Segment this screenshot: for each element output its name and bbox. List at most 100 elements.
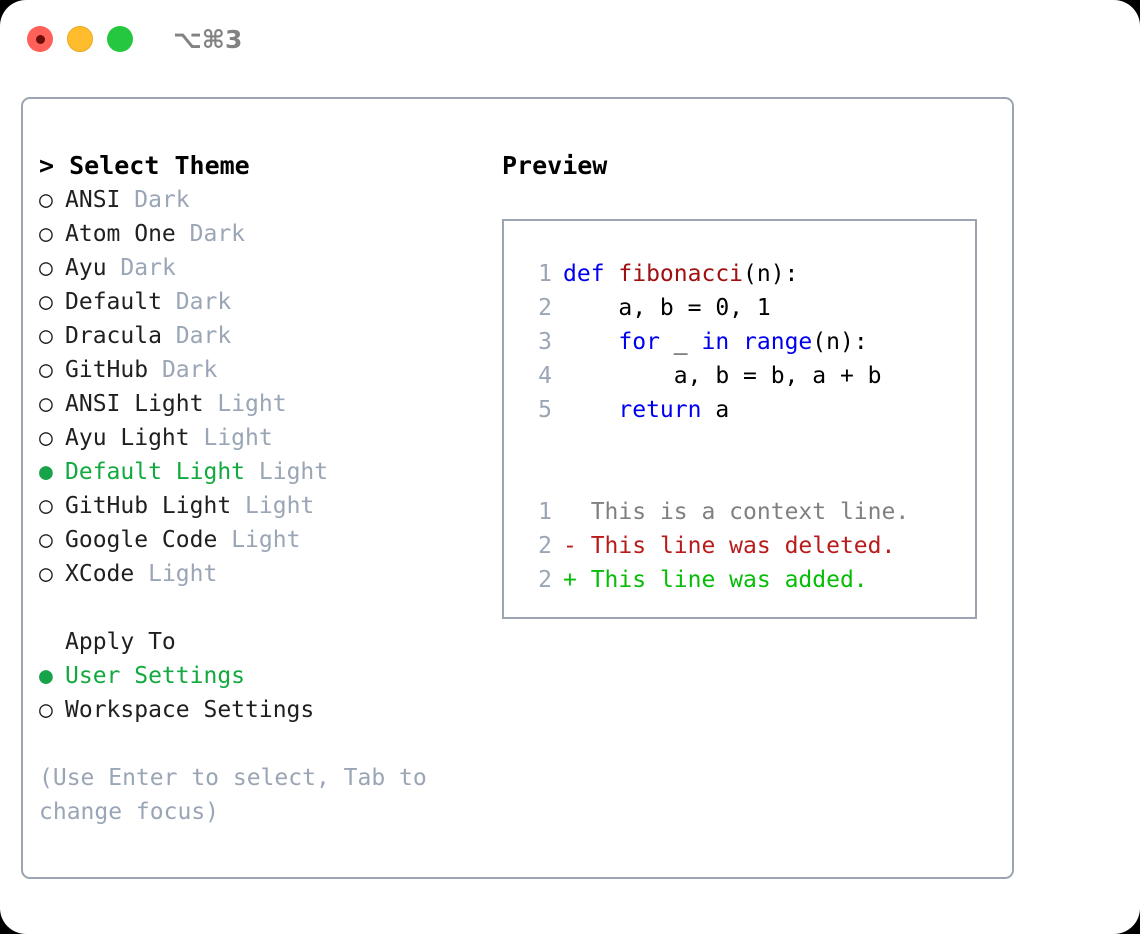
theme-list-item-ayu-light[interactable]: ○ Ayu Light Light xyxy=(39,421,489,455)
theme-list-item-github-light[interactable]: ○ GitHub Light Light xyxy=(39,489,489,523)
theme-variant-tag: Light xyxy=(231,527,301,553)
radio-icon[interactable]: ○ xyxy=(39,323,53,349)
radio-icon[interactable]: ○ xyxy=(39,357,53,383)
code-line: 2 a, b = 0, 1 xyxy=(504,291,975,325)
theme-name: Dracula xyxy=(65,323,162,349)
code-line: 5 return a xyxy=(504,393,975,427)
theme-variant-tag: Light xyxy=(148,561,218,587)
theme-list[interactable]: ○ ANSI Dark ○ Atom One Dark ○ Ayu xyxy=(39,183,489,591)
theme-variant-tag: Light xyxy=(217,391,287,417)
theme-list-item-default-light[interactable]: ● Default Light Light xyxy=(39,455,489,489)
theme-tag xyxy=(245,455,259,489)
main-panel: > Select Theme ○ ANSI Dark ○ Atom One Da… xyxy=(21,97,1014,879)
code-token-keyword: def xyxy=(563,261,619,287)
radio-icon[interactable]: ○ xyxy=(39,527,53,553)
close-icon xyxy=(35,34,45,44)
preview-title: Preview xyxy=(502,151,608,180)
title-bar: ⌥⌘3 xyxy=(0,0,1140,78)
line-number: 1 xyxy=(538,261,552,287)
theme-tag xyxy=(217,523,231,557)
theme-list-item-atom-one-dark[interactable]: ○ Atom One Dark xyxy=(39,217,489,251)
diff-text: This is a context line. xyxy=(590,499,910,525)
theme-name: Ayu xyxy=(65,255,107,281)
radio-icon[interactable]: ○ xyxy=(39,255,53,281)
apply-to-list[interactable]: ● User Settings ○ Workspace Settings xyxy=(39,659,489,727)
theme-variant-tag: Dark xyxy=(120,255,176,281)
theme-tag xyxy=(162,285,176,319)
code-token-keyword: in xyxy=(701,329,730,355)
code-token-keyword: return xyxy=(618,397,702,423)
code-token-plain: (n): xyxy=(812,329,868,355)
theme-list-item-ansi-dark[interactable]: ○ ANSI Dark xyxy=(39,183,489,217)
code-token-plain: a, b = 0, 1 xyxy=(563,295,771,321)
theme-name: Atom One xyxy=(65,221,176,247)
diff-marker: + xyxy=(563,567,591,593)
radio-icon[interactable]: ○ xyxy=(39,187,53,213)
theme-list-item-default-dark[interactable]: ○ Default Dark xyxy=(39,285,489,319)
theme-name: XCode xyxy=(65,561,135,587)
minimize-window-button[interactable] xyxy=(67,26,93,52)
theme-variant-tag: Light xyxy=(245,493,315,519)
radio-icon[interactable]: ○ xyxy=(39,493,53,519)
preview-column: Preview 1 def fibonacci(n): 2 a, b = 0, … xyxy=(502,149,992,619)
diff-line-context: 1 This is a context line. xyxy=(504,495,975,529)
theme-name: GitHub Light xyxy=(65,493,232,519)
line-number: 2 xyxy=(538,295,552,321)
apply-to-label: User Settings xyxy=(65,663,246,689)
theme-list-item-ansi-light[interactable]: ○ ANSI Light Light xyxy=(39,387,489,421)
maximize-window-button[interactable] xyxy=(107,26,133,52)
theme-variant-tag: Dark xyxy=(175,289,232,315)
theme-list-item-dracula-dark[interactable]: ○ Dracula Dark xyxy=(39,319,489,353)
theme-name: Ayu Light xyxy=(65,425,190,451)
radio-icon-selected[interactable]: ● xyxy=(39,663,53,689)
apply-to-option-user-settings[interactable]: ● User Settings xyxy=(39,659,489,693)
theme-select-column: > Select Theme ○ ANSI Dark ○ Atom One Da… xyxy=(39,149,489,829)
theme-name: Default Light xyxy=(65,459,246,485)
code-token-keyword: for xyxy=(618,329,660,355)
theme-variant-tag: Dark xyxy=(134,187,190,213)
code-blank-line xyxy=(504,461,975,495)
radio-icon[interactable]: ○ xyxy=(39,221,53,247)
radio-icon[interactable]: ○ xyxy=(39,391,53,417)
list-spacer xyxy=(39,591,489,625)
theme-tag xyxy=(203,387,217,421)
apply-to-option-workspace-settings[interactable]: ○ Workspace Settings xyxy=(39,693,489,727)
theme-list-item-xcode[interactable]: ○ XCode Light xyxy=(39,557,489,591)
radio-icon[interactable]: ○ xyxy=(39,697,53,723)
diff-text: This line was deleted. xyxy=(590,533,896,559)
keyboard-shortcut-label: ⌥⌘3 xyxy=(173,24,243,54)
keyboard-hint-text: (Use Enter to select, Tab to change focu… xyxy=(39,765,441,825)
code-token-function: fibonacci xyxy=(618,261,744,287)
traffic-light-group xyxy=(27,26,133,52)
radio-icon-selected[interactable]: ● xyxy=(39,459,53,485)
diff-marker xyxy=(563,495,591,529)
radio-icon[interactable]: ○ xyxy=(39,289,53,315)
diff-text: This line was added. xyxy=(590,567,868,593)
radio-icon[interactable]: ○ xyxy=(39,425,53,451)
theme-name: Google Code xyxy=(65,527,218,553)
apply-to-label: Workspace Settings xyxy=(65,697,315,723)
radio-icon[interactable]: ○ xyxy=(39,561,53,587)
preview-box: 1 def fibonacci(n): 2 a, b = 0, 1 3 for … xyxy=(502,219,977,619)
theme-variant-tag: Dark xyxy=(161,357,218,383)
theme-list-item-github-dark[interactable]: ○ GitHub Dark xyxy=(39,353,489,387)
line-number: 5 xyxy=(538,397,552,423)
theme-list-item-google-code[interactable]: ○ Google Code Light xyxy=(39,523,489,557)
code-line: 1 def fibonacci(n): xyxy=(504,257,975,291)
diff-line-added: 2 + This line was added. xyxy=(504,563,975,597)
theme-name: ANSI xyxy=(65,187,121,213)
line-number: 4 xyxy=(538,363,552,389)
code-line: 4 a, b = b, a + b xyxy=(504,359,975,393)
theme-tag xyxy=(190,421,204,455)
line-number: 1 xyxy=(538,499,552,525)
code-blank-line xyxy=(504,427,975,461)
theme-list-item-ayu-dark[interactable]: ○ Ayu Dark xyxy=(39,251,489,285)
theme-tag xyxy=(148,353,162,387)
close-window-button[interactable] xyxy=(27,26,53,52)
theme-name: Default xyxy=(65,289,162,315)
code-token-builtin: range xyxy=(743,329,813,355)
line-number: 2 xyxy=(538,567,552,593)
theme-name: ANSI Light xyxy=(65,391,204,417)
code-token-plain: _ xyxy=(659,329,702,355)
